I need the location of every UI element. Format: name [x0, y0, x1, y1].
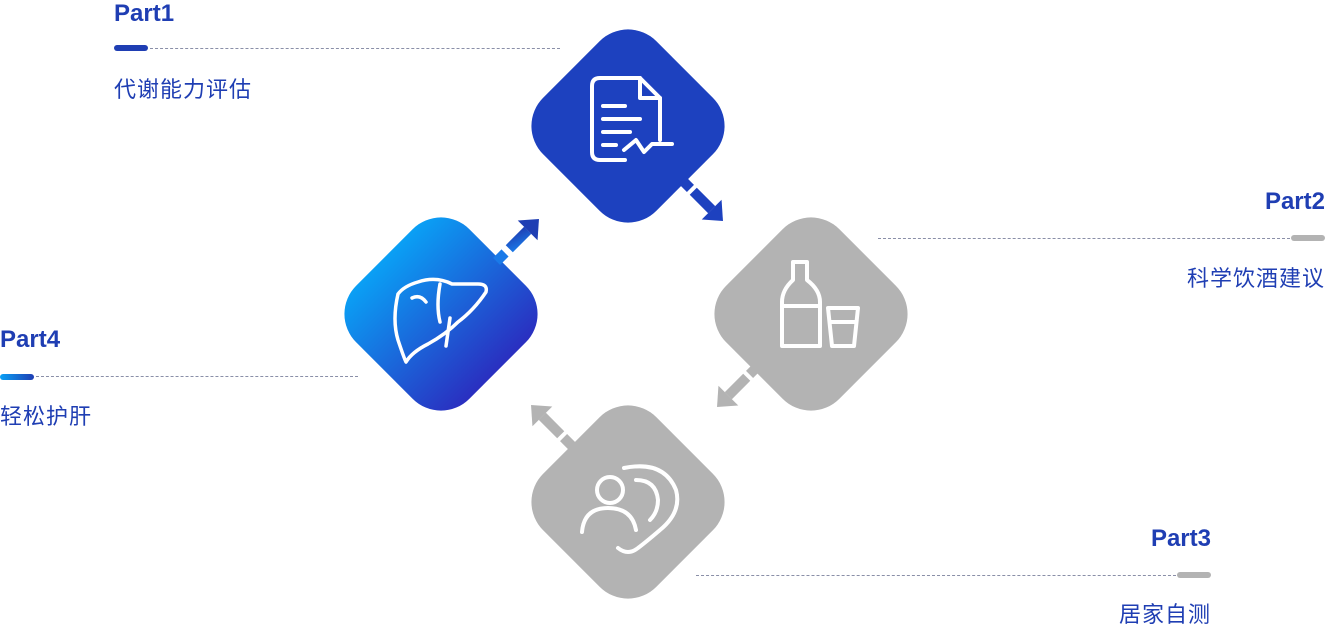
person-ear-icon [580, 464, 680, 554]
part1-bar [114, 45, 148, 51]
part4-leader-line [36, 376, 358, 377]
part4-subtitle: 轻松护肝 [0, 405, 93, 430]
part1-title: Part1 [114, 0, 175, 27]
part2-subtitle: 科学饮酒建议 [1186, 267, 1325, 292]
part2-diamond[interactable] [698, 201, 924, 427]
part1-leader-line [150, 48, 560, 49]
part1-diamond[interactable] [515, 13, 741, 239]
document-signature-icon [590, 76, 674, 162]
part3-title: Part3 [1150, 525, 1211, 552]
arrow-part4-to-part1 [493, 219, 539, 265]
bottle-glass-icon [780, 260, 860, 348]
part3-diamond[interactable] [515, 389, 741, 615]
part3-leader-line [696, 575, 1176, 576]
part4-diamond[interactable] [328, 201, 554, 427]
arrow-part1-to-part2 [678, 176, 723, 221]
part3-subtitle: 居家自测 [1118, 603, 1211, 628]
part4-bar [0, 374, 34, 380]
part2-title: Part2 [1264, 188, 1325, 215]
part4-title: Part4 [0, 326, 61, 353]
arrow-part3-to-part4 [531, 405, 576, 450]
part2-bar [1291, 235, 1325, 241]
part2-leader-line [878, 238, 1290, 239]
liver-icon [393, 277, 489, 364]
arrow-part2-to-part3 [717, 362, 762, 407]
part3-bar [1177, 572, 1211, 578]
part1-subtitle: 代谢能力评估 [114, 78, 253, 103]
